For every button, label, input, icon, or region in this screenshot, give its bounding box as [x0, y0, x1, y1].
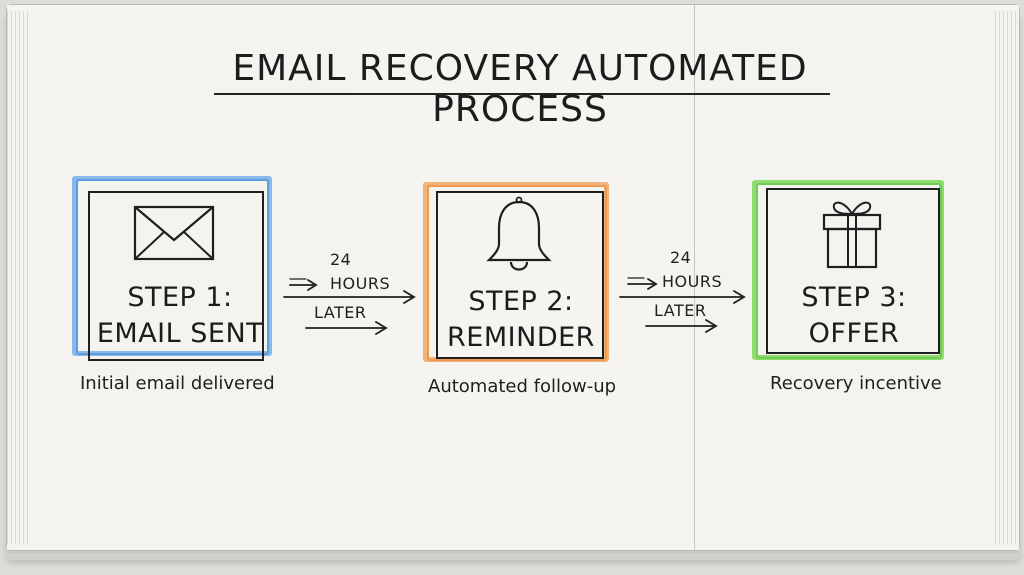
- step-1-title: STEP 1:: [127, 282, 233, 313]
- step-3-name: OFFER: [808, 318, 900, 349]
- connector-1-unit: HOURS: [330, 274, 391, 293]
- step-3-title: STEP 3:: [801, 282, 907, 313]
- title-underline: [214, 93, 830, 95]
- right-page: [695, 5, 1019, 550]
- step-1-inner-box: [88, 191, 264, 361]
- step-3-caption: Recovery incentive: [770, 373, 942, 394]
- envelope-icon: [133, 205, 215, 261]
- left-page: [7, 5, 358, 550]
- step-1-box: STEP 1: EMAIL SENT: [72, 176, 274, 361]
- connector-1-later: LATER: [314, 303, 367, 322]
- diagram-title: EMAIL RECOVERY AUTOMATED PROCESS: [232, 48, 808, 130]
- step-1-name: EMAIL SENT: [96, 318, 264, 349]
- connector-1-number: 24: [330, 250, 352, 269]
- step-2-name: REMINDER: [447, 322, 595, 353]
- step-2-caption: Automated follow-up: [428, 376, 617, 397]
- connector-2-unit: HOURS: [662, 272, 723, 291]
- step-2-box: STEP 2: REMINDER: [423, 182, 611, 364]
- connector-2-arrows: [619, 277, 746, 333]
- step-1-caption: Initial email delivered: [80, 373, 275, 394]
- step-2-inner-box: [436, 191, 604, 359]
- bell-icon: [486, 196, 552, 271]
- step-3-box: STEP 3: OFFER: [752, 180, 946, 362]
- step-3-inner-box: [766, 188, 940, 354]
- step-2-title: STEP 2:: [468, 286, 574, 317]
- connector-2-later: LATER: [654, 301, 707, 320]
- notebook: [6, 4, 1020, 551]
- connector-1-arrows: [283, 278, 416, 335]
- connector-2-number: 24: [670, 248, 692, 267]
- gift-icon: [822, 201, 882, 269]
